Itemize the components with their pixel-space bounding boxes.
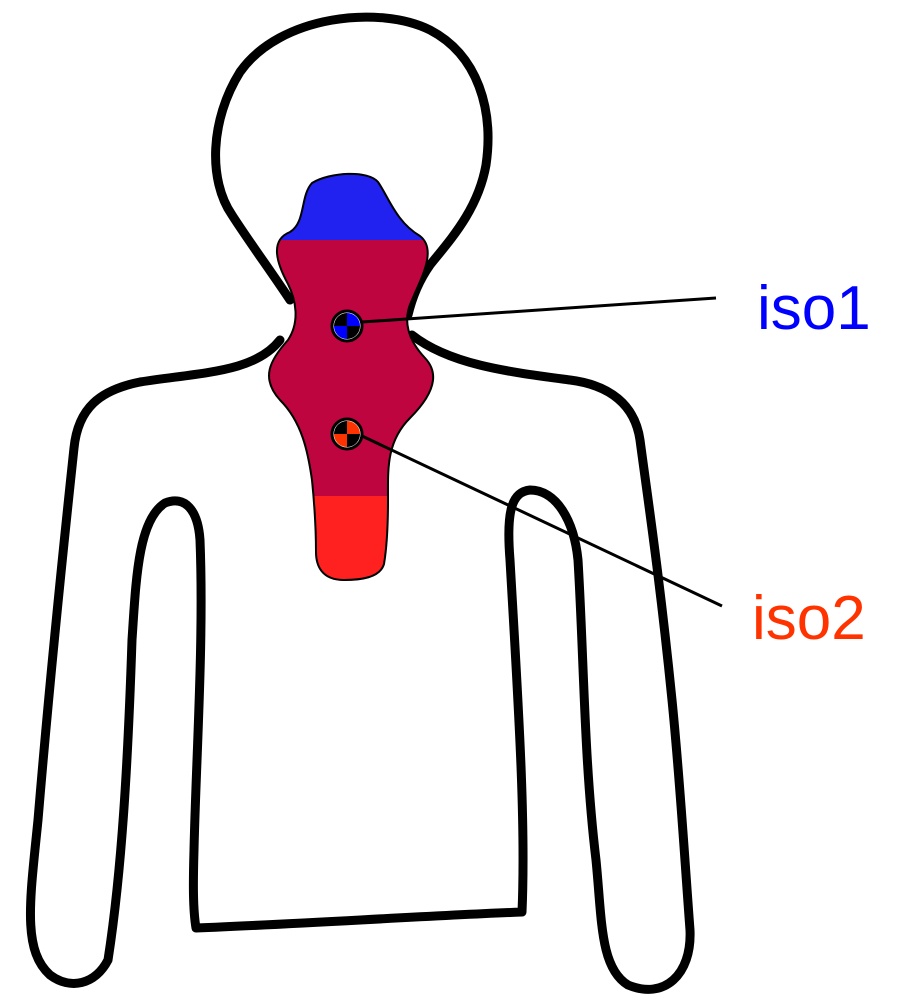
region-top — [240, 160, 460, 240]
iso1-marker-icon — [332, 311, 362, 341]
neck-target-region — [240, 160, 460, 596]
iso2-label: iso2 — [752, 588, 866, 650]
iso2-leader-line — [362, 436, 722, 606]
iso1-label: iso1 — [757, 278, 871, 340]
iso2-marker-icon — [332, 419, 362, 449]
region-bottom — [240, 496, 460, 596]
